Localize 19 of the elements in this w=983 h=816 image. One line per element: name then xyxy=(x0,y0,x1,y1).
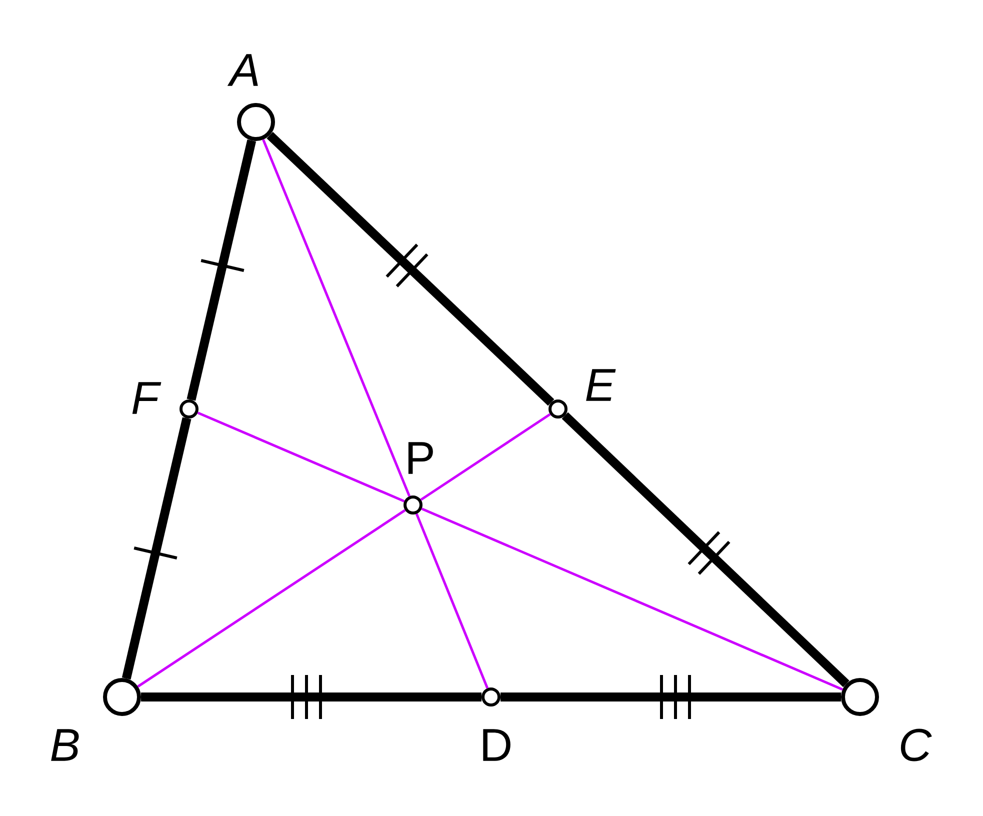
point-label: A xyxy=(227,54,258,86)
point-label: D xyxy=(483,729,510,761)
line-segment xyxy=(186,139,256,401)
line-segment xyxy=(197,412,405,502)
point-label: C xyxy=(900,728,932,762)
line-segment xyxy=(266,132,554,406)
point-label: P xyxy=(408,442,433,474)
point-label: B xyxy=(51,729,79,761)
line-segment xyxy=(122,417,192,680)
line-segment xyxy=(562,412,850,688)
line-segment xyxy=(137,509,406,688)
line-segment xyxy=(141,692,482,702)
point-label: F xyxy=(132,382,162,414)
point-label: E xyxy=(586,369,616,401)
line-segment xyxy=(500,692,841,702)
line-segment xyxy=(262,139,411,497)
line-segment xyxy=(421,508,844,691)
line-segment xyxy=(415,513,489,689)
line-segment xyxy=(420,413,551,501)
